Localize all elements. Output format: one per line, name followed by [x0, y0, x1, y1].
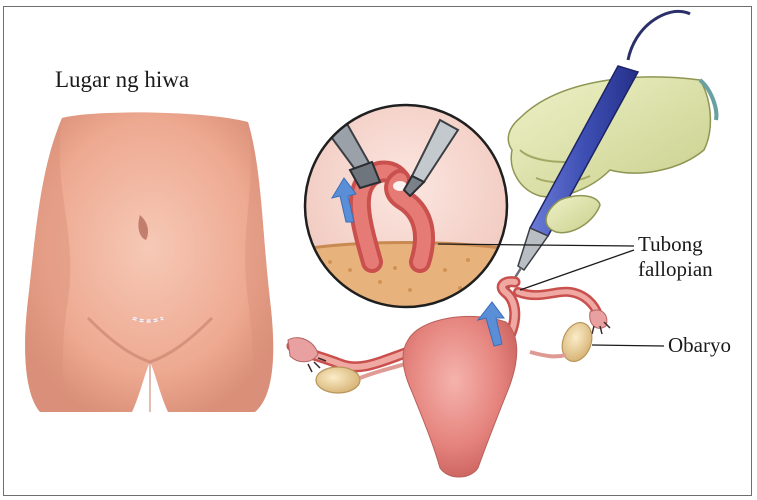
fallopian-tube-label-line2: fallopian — [638, 257, 713, 282]
tube-leader-line-uterus — [520, 250, 634, 290]
incision-site-label: Lugar ng hiwa — [55, 68, 189, 92]
uterus-diagram — [288, 282, 610, 477]
fallopian-tube-label-line1: Tubong — [638, 232, 713, 257]
ovary-label: Obaryo — [668, 333, 731, 357]
fallopian-tube-label: Tubong fallopian — [638, 232, 713, 282]
torso-figure — [25, 112, 273, 412]
magnified-inset — [300, 105, 512, 320]
ovary-leader-line — [592, 345, 664, 346]
